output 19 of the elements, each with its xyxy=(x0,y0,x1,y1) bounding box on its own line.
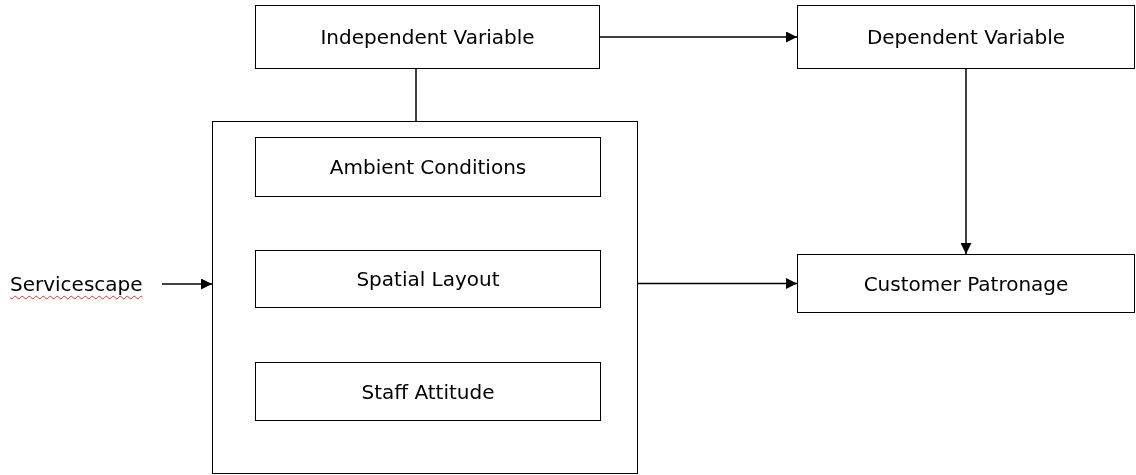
connector-line xyxy=(415,68,417,122)
process-box xyxy=(255,137,601,197)
text-label: Servicescape xyxy=(10,270,162,298)
process-box xyxy=(797,5,1135,69)
box-label: Staff Attitude xyxy=(361,379,495,404)
process-box xyxy=(255,362,601,421)
arrow xyxy=(161,278,213,290)
arrow xyxy=(599,31,798,43)
process-box xyxy=(255,5,600,69)
arrow xyxy=(960,68,972,255)
box-label: Customer Patronage xyxy=(863,271,1069,296)
box-label: Independent Variable xyxy=(320,25,535,49)
process-box xyxy=(255,250,601,308)
process-box xyxy=(797,254,1135,313)
container-box xyxy=(212,121,638,474)
box-label: Dependent Variable xyxy=(866,25,1066,49)
box-label: Ambient Conditions xyxy=(329,155,527,179)
box-label: Spatial Layout xyxy=(356,267,500,291)
arrow xyxy=(637,278,798,289)
